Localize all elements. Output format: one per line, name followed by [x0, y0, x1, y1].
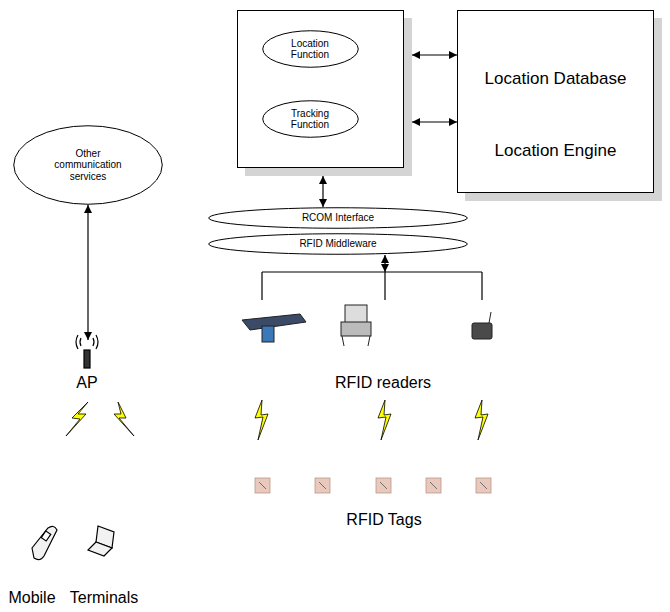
- function-ellipse: Location Function: [262, 30, 359, 68]
- node-text: Location Engine: [458, 141, 653, 161]
- ellipse-shape: [14, 126, 163, 205]
- node-text: RFID Middleware: [299, 238, 376, 250]
- ellipse-shape: [209, 234, 468, 255]
- rfid-tag-icons: [255, 478, 491, 493]
- caption-label: RFID Tags: [346, 511, 421, 529]
- caption-label: Mobile: [8, 589, 55, 607]
- reader-bus: [262, 272, 482, 300]
- ellipse-shape: [209, 208, 468, 229]
- reader-icons: [242, 305, 492, 346]
- connector-arrow: [322, 176, 323, 207]
- ellipse-shape: [262, 101, 358, 138]
- ap-antenna-icon: [76, 335, 98, 368]
- node-text: Tracking Function: [279, 108, 341, 131]
- mobile-icon: [32, 526, 57, 559]
- reader-group: RFID readers: [235, 272, 531, 396]
- wireless-bolts: [66, 400, 488, 440]
- middleware-ellipse: RFID Middleware: [208, 233, 468, 255]
- interface-ellipse: RCOM Interface: [208, 207, 468, 229]
- node-text: Location Database: [458, 69, 653, 89]
- ellipse-shape: [262, 31, 358, 68]
- node-text: Location Function: [279, 38, 341, 61]
- function-ellipse: Tracking Function: [262, 100, 359, 138]
- connector-arrow: [412, 54, 457, 55]
- access-point: AP: [62, 340, 112, 395]
- node-text: Other communication services: [42, 148, 134, 183]
- node-text: RCOM Interface: [302, 212, 374, 224]
- connector-arrow: [384, 255, 385, 272]
- laptop-icon: [88, 526, 114, 556]
- service-ellipse: Other communication services: [13, 125, 163, 205]
- function-box: Location FunctionTracking Function: [237, 10, 404, 168]
- location-box: Location DatabaseLocation Engine: [457, 10, 654, 193]
- node-text: AP: [62, 374, 112, 392]
- caption-label: Terminals: [70, 589, 138, 607]
- node-text: RFID readers: [235, 374, 531, 392]
- connector-arrow: [412, 121, 457, 122]
- connector-arrow: [87, 205, 88, 340]
